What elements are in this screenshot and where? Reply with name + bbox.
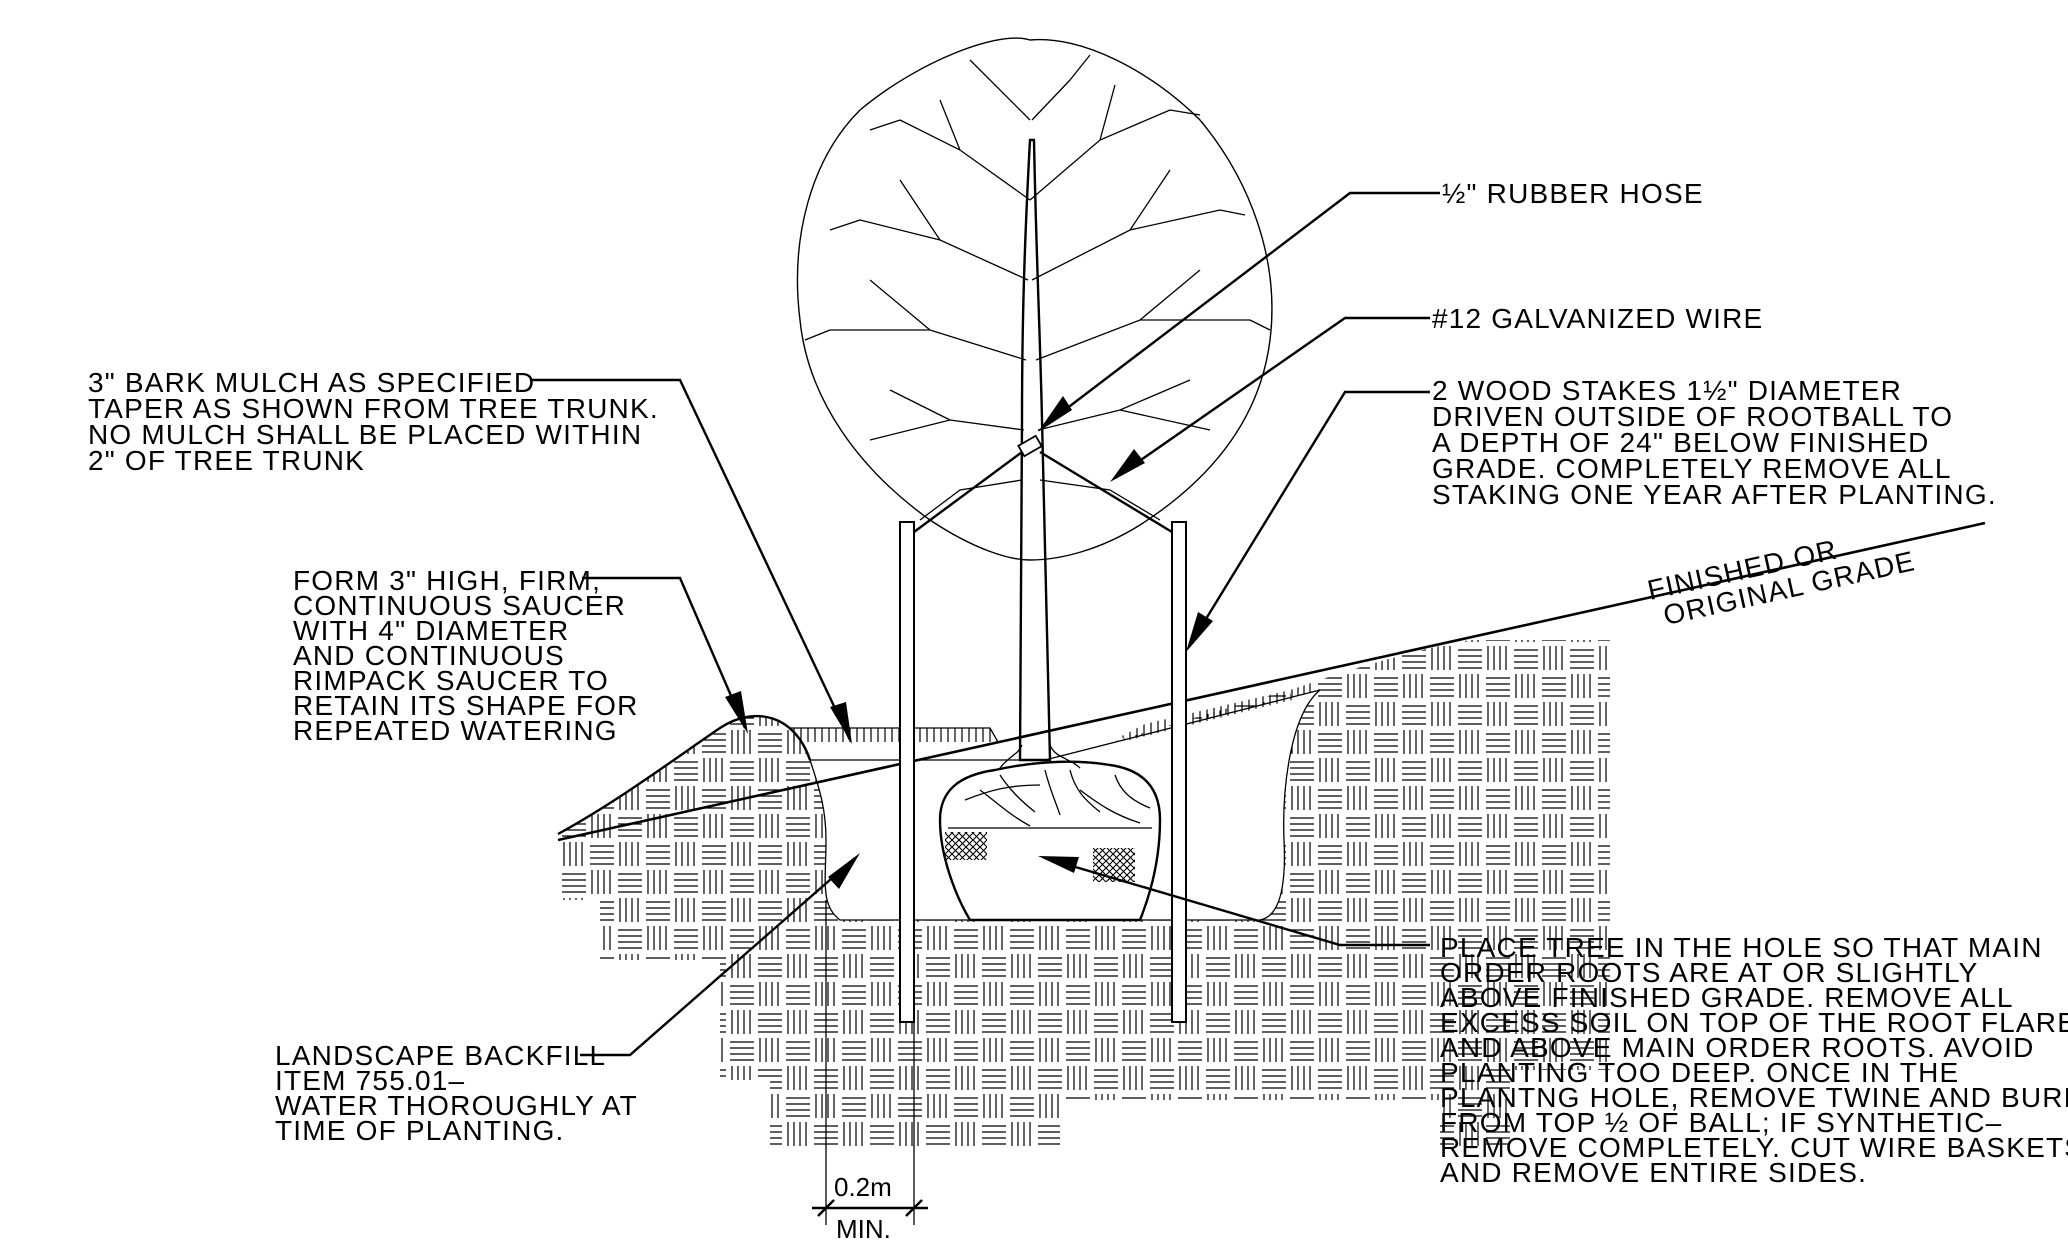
- label-bark-mulch: 3" BARK MULCH AS SPECIFIED TAPER AS SHOW…: [88, 367, 668, 476]
- leader-galvanized-wire: [1110, 316, 1430, 482]
- dimension-value: 0.2m: [834, 1172, 892, 1202]
- leader-saucer: [582, 576, 748, 734]
- label-place-tree: PLACE TREE IN THE HOLE SO THAT MAIN ORDE…: [1440, 932, 2068, 1188]
- label-wood-stakes: 2 WOOD STAKES 1½" DIAMETER DRIVEN OUTSID…: [1432, 375, 1997, 510]
- label-backfill: LANDSCAPE BACKFILL ITEM 755.01– WATER TH…: [275, 1040, 646, 1146]
- tree: [796, 37, 1273, 769]
- landscape-backfill: [809, 689, 1321, 921]
- galvanized-wire-lines: [913, 450, 1173, 534]
- label-galvanized-wire: #12 GALVANIZED WIRE: [1432, 303, 1763, 334]
- bark-mulch-layer: [790, 690, 1292, 743]
- finished-grade-line: [557, 521, 1986, 842]
- dimension-qualifier: MIN.: [836, 1214, 891, 1241]
- leader-place-tree: [1038, 856, 1430, 947]
- label-rubber-hose: ½" RUBBER HOSE: [1442, 178, 1704, 209]
- leader-wood-stakes: [1186, 390, 1430, 652]
- dimension-min-width: [812, 900, 928, 1225]
- label-saucer: FORM 3" HIGH, FIRM, CONTINUOUS SAUCER WI…: [293, 565, 648, 746]
- leader-bark-mulch: [530, 378, 852, 744]
- root-ball: [938, 760, 1162, 922]
- leader-backfill: [580, 853, 860, 1057]
- label-finished-grade: FINISHED OR ORIGINAL GRADE: [1645, 534, 1918, 631]
- leader-rubber-hose: [1038, 191, 1440, 432]
